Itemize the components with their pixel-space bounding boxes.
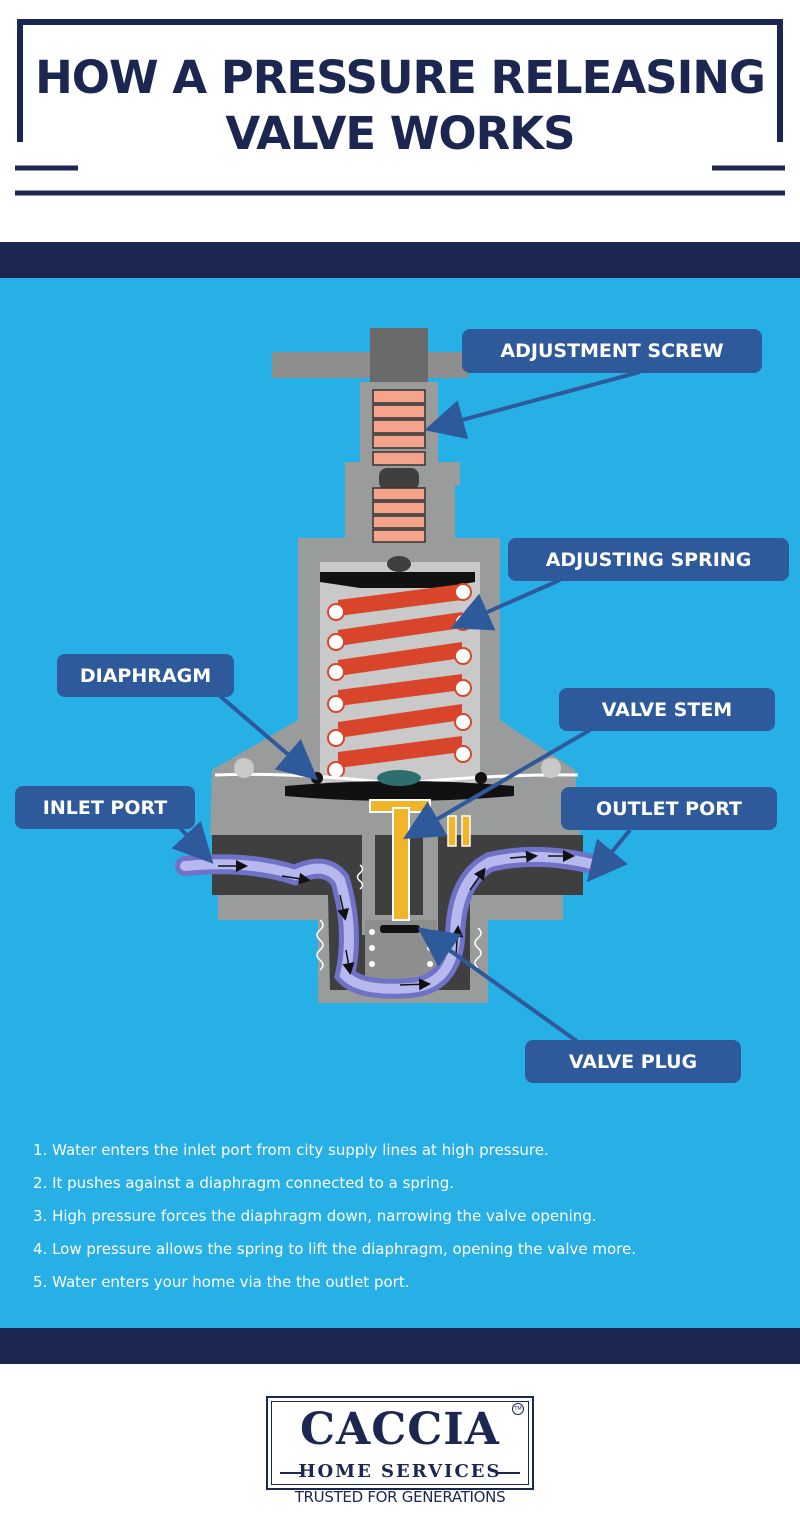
step-list: 1. Water enters the inlet port from city… [33,1138,783,1303]
title-frame [15,19,785,196]
top-band [0,242,800,278]
label-outlet-port: OUTLET PORT [561,787,777,830]
label-valve-stem: VALVE STEM [559,688,775,731]
label-valve-plug: VALVE PLUG [525,1040,741,1083]
step-item: 3. High pressure forces the diaphragm do… [33,1207,597,1225]
header: HOW A PRESSURE RELEASING VALVE WORKS [0,0,800,242]
label-adjustment-screw: ADJUSTMENT SCREW [462,329,762,373]
logo-name: CACCIA [300,1404,500,1455]
small-springs [316,864,482,971]
tagline: TRUSTED FOR GENERATIONS [294,1488,506,1506]
valve-diagram [171,328,641,1044]
page-title: HOW A PRESSURE RELEASING VALVE WORKS [0,50,800,162]
trademark-mark: TM [512,1403,524,1415]
label-diaphragm: DIAPHRAGM [57,654,234,697]
diaphragm [214,758,579,801]
water-flow [175,846,610,999]
logo-subtitle: HOME SERVICES [298,1461,502,1482]
spring-top-plate [320,572,475,588]
label-inlet-port: INLET PORT [15,786,195,829]
step-item: 4. Low pressure allows the spring to lif… [33,1240,637,1258]
label-pointers [171,370,641,1044]
label-adjusting-spring: ADJUSTING SPRING [508,538,789,581]
valve-plug [380,925,420,933]
title-line-2: VALVE WORKS [225,107,575,160]
screw-threads [372,389,426,543]
bottom-band [0,1328,800,1364]
footer: TM CACCIA HOME SERVICES TRUSTED FOR GENE… [0,1364,800,1539]
step-item: 2. It pushes against a diaphragm connect… [33,1174,455,1192]
adjustment-screw [272,328,468,382]
company-logo: TM CACCIA HOME SERVICES [266,1396,534,1490]
title-line-1: HOW A PRESSURE RELEASING [35,51,766,104]
step-item: 1. Water enters the inlet port from city… [33,1141,549,1159]
step-item: 5. Water enters your home via the the ou… [33,1273,410,1291]
